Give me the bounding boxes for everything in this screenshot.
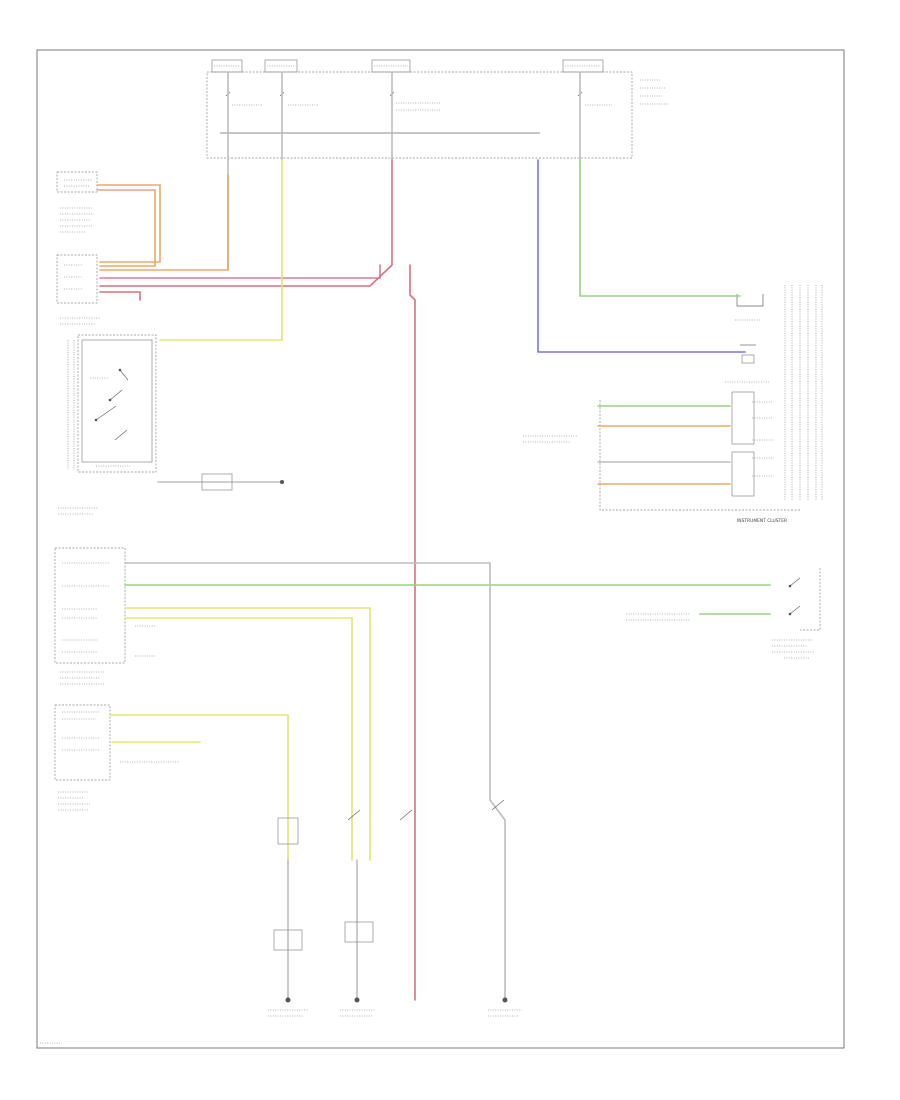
ground-point-3 xyxy=(502,997,508,1003)
lower-component-1 xyxy=(277,817,299,845)
wire-lower-3 xyxy=(489,639,506,1001)
light-control-switch xyxy=(58,317,157,515)
lower-left-module xyxy=(54,704,180,811)
ground-point-2 xyxy=(354,997,360,1003)
wire-yellow-2 xyxy=(124,617,353,861)
lower-switch-1 xyxy=(347,809,361,821)
wire-orange-1 xyxy=(96,184,161,263)
lower-switch-3 xyxy=(491,799,505,811)
wire-blue-cluster xyxy=(537,159,746,353)
wire-yellow-3 xyxy=(109,714,289,861)
connector-switch-out xyxy=(201,473,233,491)
wire-red-2 xyxy=(99,291,141,301)
wire-red-1 xyxy=(99,159,393,287)
wire-pink-1 xyxy=(99,264,381,279)
instrument-cluster-label: INSTRUMENT CLUSTER xyxy=(737,518,787,524)
wire-gray-top-bcm xyxy=(124,562,491,641)
ground-point-1 xyxy=(285,997,291,1003)
right-switch xyxy=(626,568,821,659)
wire-yellow-top xyxy=(159,159,283,341)
fuse-relay-box xyxy=(206,59,668,159)
wire-green-cluster xyxy=(579,159,741,297)
lower-connector-1 xyxy=(273,929,303,951)
left-top-connector xyxy=(56,171,98,304)
ground-label-marks xyxy=(40,1009,522,1044)
instrument-cluster: INSTRUMENT CLUSTER xyxy=(523,285,823,524)
lower-connector-2 xyxy=(344,921,374,943)
lower-switch-2 xyxy=(399,809,413,821)
body-control-module xyxy=(54,547,155,685)
wire-orange-3 xyxy=(99,174,229,271)
diagram-frame xyxy=(36,49,845,1049)
wire-orange-2 xyxy=(96,189,156,267)
wire-red-long xyxy=(409,264,416,1001)
wire-yellow-1 xyxy=(124,607,371,861)
